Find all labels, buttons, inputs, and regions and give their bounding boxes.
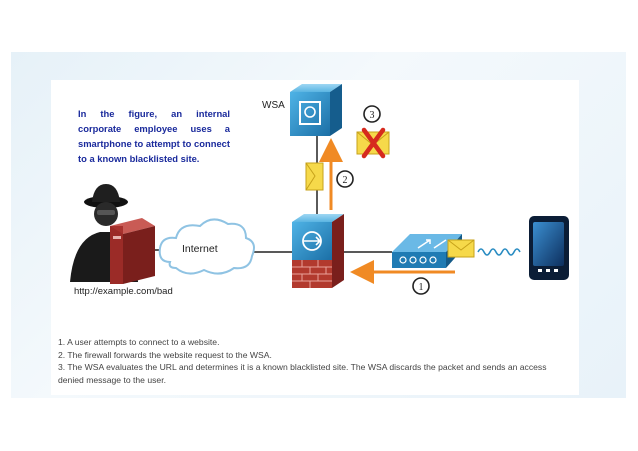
- firewall-icon: [292, 214, 344, 288]
- step-item: 3. The WSA evaluates the URL and determi…: [58, 362, 547, 385]
- svg-text:1: 1: [419, 282, 424, 293]
- server-icon: [110, 218, 155, 284]
- internet-label: Internet: [182, 243, 218, 255]
- figure-caption: In the figure, an internal corporate emp…: [78, 108, 230, 164]
- cloud-icon: [158, 218, 255, 275]
- envelope-icon: [447, 239, 475, 258]
- url-label: http://example.com/bad: [74, 286, 173, 297]
- steps-list: 1. A user attempts to connect to a websi…: [58, 336, 568, 386]
- envelope-icon: [305, 162, 324, 191]
- wireless-signal-icon: [477, 248, 521, 256]
- step-item: 2. The firewall forwards the website req…: [58, 349, 272, 360]
- wsa-label: WSA: [262, 100, 285, 111]
- step-item: 1. A user attempts to connect to a websi…: [58, 337, 220, 347]
- step-marker-2: 2: [336, 170, 354, 188]
- svg-text:2: 2: [343, 175, 348, 186]
- deny-x-icon: [361, 127, 386, 159]
- step-marker-3: 3: [363, 105, 381, 123]
- svg-text:3: 3: [370, 110, 375, 121]
- smartphone-icon: [529, 216, 569, 280]
- step-marker-1: 1: [412, 277, 430, 295]
- wsa-appliance-icon: [290, 84, 342, 136]
